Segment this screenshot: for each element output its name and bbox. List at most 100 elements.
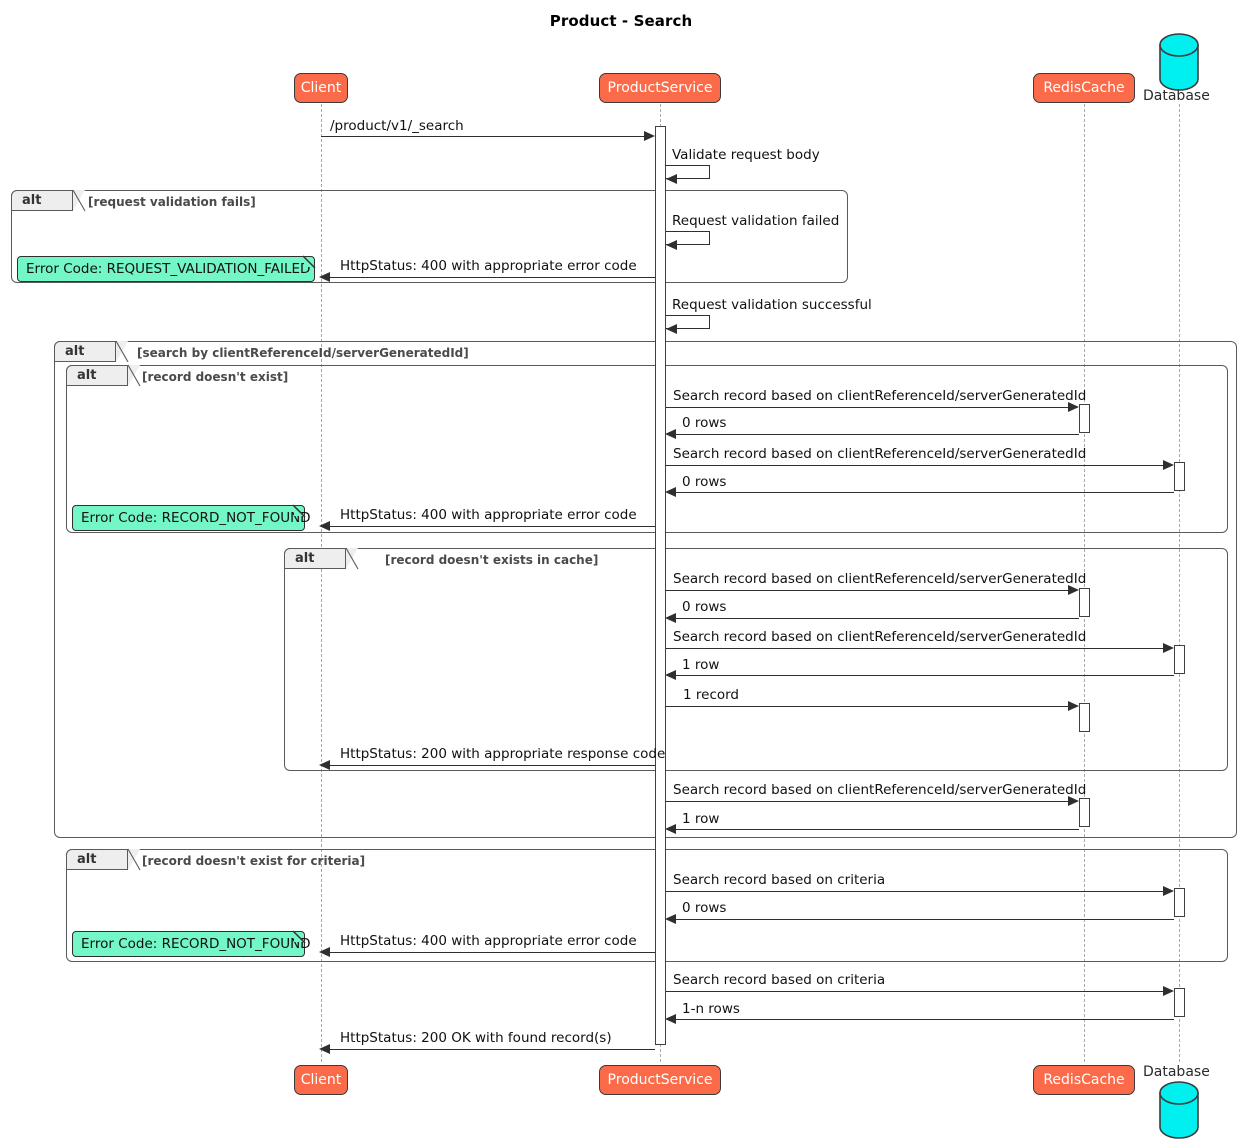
message-label-m7: 0 rows [682,415,727,431]
message-arrowhead-m12 [665,613,676,623]
message-line-m9 [676,492,1174,493]
message-label-m19: Search record based on criteria [673,872,886,888]
message-arrowhead-m13 [1163,643,1174,653]
activation-rediscache-4 [1079,798,1090,827]
message-line-m14 [676,675,1174,676]
message-arrowhead-m23 [665,1014,676,1024]
participant-client-label: Client [300,80,342,96]
alt-frame-tab-5: alt [66,849,128,870]
participant-rediscache-label: RedisCache [1043,80,1125,96]
alt-tab-notch-border-4 [345,547,359,570]
message-arrowhead-m17 [1068,796,1079,806]
message-line-m15 [666,706,1068,707]
message-arrowhead-m6 [1068,402,1079,412]
alt-condition-3: [record doesn't exist] [142,370,289,384]
message-arrowhead-m16 [319,760,330,770]
alt-condition-5: [record doesn't exist for criteria] [142,854,366,868]
message-line-m22 [666,991,1163,992]
message-line-m11 [666,590,1068,591]
note-request-validation-failed: Error Code: REQUEST_VALIDATION_FAILED [17,256,315,282]
message-arrowhead-m4 [319,272,330,282]
alt-keyword-5: alt [77,852,97,867]
message-line-m6 [666,407,1068,408]
note-fold-border-3 [293,930,306,944]
alt-frame-tab-4: alt [284,548,346,569]
message-line-m13 [666,648,1163,649]
message-label-m1: /product/v1/_search [330,118,464,134]
message-line-m7 [676,434,1079,435]
activation-database-3 [1174,888,1185,917]
message-arrowhead-m19 [1163,886,1174,896]
lifeline-database [1179,104,1180,1062]
message-arrowhead-m24 [319,1044,330,1054]
alt-keyword-1: alt [22,193,42,208]
message-arrowhead-m21 [319,947,330,957]
alt-keyword-4: alt [295,551,315,566]
message-arrowhead-m1 [644,131,655,141]
participant-productservice-top[interactable]: ProductService [599,73,721,103]
participant-database-label-top: Database [1143,88,1210,104]
participant-database-label-bottom: Database [1143,1064,1210,1080]
message-label-m9: 0 rows [682,474,727,490]
note-text-2: Error Code: RECORD_NOT_FOUND [81,510,311,526]
message-arrowhead-m5 [666,324,677,334]
lifeline-rediscache [1084,104,1085,1062]
message-selfloop-m2 [666,165,710,179]
alt-condition-2: [search by clientReferenceId/serverGener… [137,346,469,360]
message-label-m15: 1 record [683,687,740,703]
message-line-m8 [666,465,1163,466]
message-line-m4 [330,277,655,278]
alt-keyword-2: alt [65,344,85,359]
message-label-m3: Request validation failed [672,213,840,229]
alt-frame-record-not-in-cache [284,548,1228,771]
alt-frame-tab-2: alt [54,341,116,362]
message-label-m20: 0 rows [682,900,727,916]
lifeline-client [321,104,322,1062]
message-label-m8: Search record based on clientReferenceId… [673,446,1087,462]
message-arrowhead-m9 [665,487,676,497]
message-label-m4: HttpStatus: 400 with appropriate error c… [340,258,637,274]
message-label-m17: Search record based on clientReferenceId… [673,782,1087,798]
alt-frame-tab-1: alt [11,190,73,211]
message-label-m13: Search record based on clientReferenceId… [673,629,1087,645]
message-line-m18 [676,829,1079,830]
alt-frame-tab-3: alt [66,365,128,386]
database-cylinder-icon-top [1158,33,1200,91]
message-arrowhead-m8 [1163,460,1174,470]
activation-rediscache-2 [1079,588,1090,617]
participant-productservice-label: ProductService [607,80,713,96]
message-label-m6: Search record based on clientReferenceId… [673,388,1087,404]
message-line-m16 [330,765,655,766]
message-line-m19 [666,891,1163,892]
alt-condition-1: [request validation fails] [88,195,256,209]
participant-client-bottom[interactable]: Client [294,1065,348,1095]
message-label-m21: HttpStatus: 400 with appropriate error c… [340,933,637,949]
alt-frame-search-by-id [54,341,1237,838]
message-line-m24 [330,1049,655,1050]
message-arrowhead-m3 [666,240,677,250]
message-arrowhead-m18 [665,824,676,834]
participant-rediscache-bottom[interactable]: RedisCache [1033,1065,1135,1095]
alt-frame-request-validation-fails [11,190,848,283]
participant-productservice-bottom[interactable]: ProductService [599,1065,721,1095]
message-arrowhead-m15 [1068,701,1079,711]
participant-rediscache-top[interactable]: RedisCache [1033,73,1135,103]
note-fold-border-1 [303,255,316,269]
message-label-m10: HttpStatus: 400 with appropriate error c… [340,507,637,523]
message-line-m10 [330,526,655,527]
database-cylinder-icon-bottom [1158,1081,1200,1139]
alt-keyword-3: alt [77,368,97,383]
message-line-m21 [330,952,655,953]
message-arrowhead-m10 [319,521,330,531]
message-label-m23: 1-n rows [682,1001,740,1017]
page-title: Product - Search [549,12,693,30]
participant-productservice-label-bottom: ProductService [607,1072,713,1088]
message-arrowhead-m22 [1163,986,1174,996]
message-selfloop-m3 [666,231,710,245]
message-arrowhead-m7 [665,429,676,439]
message-line-m17 [666,801,1068,802]
participant-client-top[interactable]: Client [294,73,348,103]
message-label-m11: Search record based on clientReferenceId… [673,571,1087,587]
message-label-m12: 0 rows [682,599,727,615]
